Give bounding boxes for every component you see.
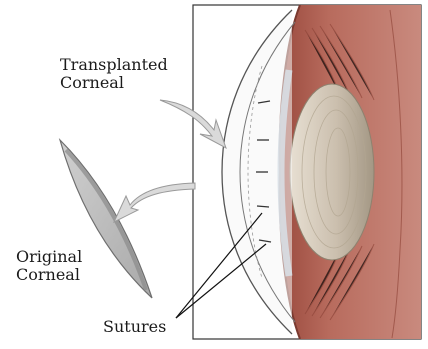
original-label-line1: Original xyxy=(16,247,82,266)
removal-arrow xyxy=(114,183,195,222)
sutures-label: Sutures xyxy=(103,318,166,336)
transplanted-label-line2: Corneal xyxy=(60,73,124,92)
lens xyxy=(290,84,374,260)
original-label-line2: Corneal xyxy=(16,265,80,284)
transplanted-label-line1: Transplanted xyxy=(60,55,168,74)
